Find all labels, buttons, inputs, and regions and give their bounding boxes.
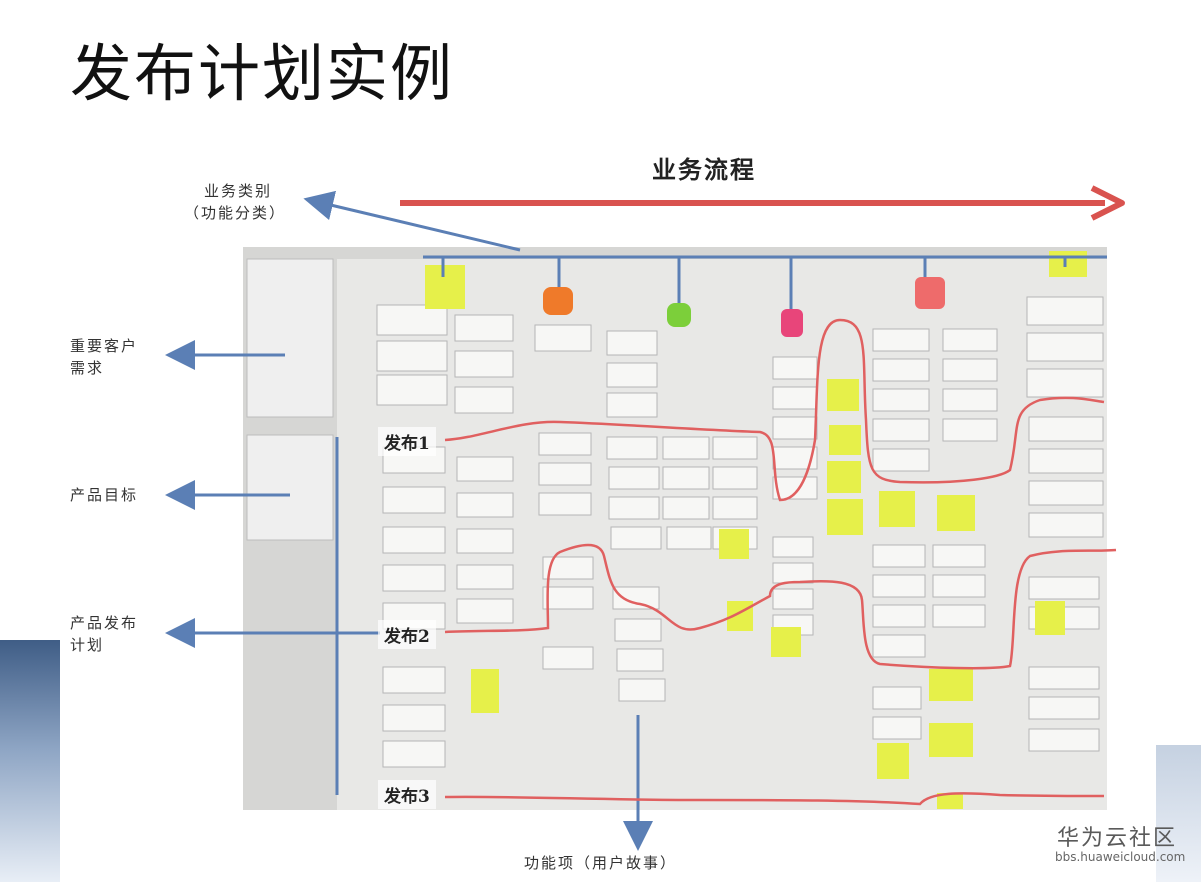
release-1-boundary: [444, 318, 1105, 502]
business-flow-label: 业务流程: [652, 155, 756, 184]
card-column-3: [606, 330, 758, 702]
card-column-4: [772, 356, 818, 636]
card-column-2: [534, 324, 594, 670]
business-category-sub-line: （功能分类）: [184, 204, 287, 222]
story-map-photo: [243, 247, 1107, 810]
business-flow-arrow: [400, 185, 1125, 221]
release-2-boundary: [444, 543, 1117, 670]
story-map-illustration: [243, 247, 1107, 810]
business-category-label: 业务类别 （功能分类）: [184, 180, 286, 224]
category-connectors: [335, 255, 1107, 795]
release-3-boundary: [444, 792, 1105, 806]
card-column-5: [872, 328, 998, 740]
feature-items-label: 功能项（用户故事）: [524, 854, 678, 872]
product-release-plan-label: 产品发布 计划: [70, 612, 138, 656]
card-column-6: [1026, 296, 1104, 752]
sticky-notes: [425, 251, 1087, 809]
decorative-wave-right: [1156, 745, 1201, 882]
release-boundaries: [444, 318, 1117, 806]
release-2-label: 发布2: [378, 620, 436, 649]
key-customer-needs-label: 重要客户 需求: [70, 335, 138, 379]
decorative-wave-left: [0, 640, 60, 882]
slide-title: 发布计划实例: [70, 37, 455, 110]
key-customer-line-2: 需求: [70, 359, 105, 377]
category-pointer-arrow: [303, 190, 521, 252]
watermark-url: bbs.huaweicloud.com: [1055, 850, 1186, 864]
card-column-1: [376, 304, 514, 768]
watermark-logo-text: 华为云社区: [1057, 826, 1178, 851]
business-category-line: 业务类别: [204, 182, 273, 200]
release-1-label: 发布1: [378, 427, 436, 456]
release-plan-line-1: 产品发布: [70, 614, 139, 632]
release-plan-line-2: 计划: [70, 636, 105, 654]
release-3-label: 发布3: [378, 780, 436, 809]
product-goal-label: 产品目标: [70, 486, 139, 504]
key-customer-line-1: 重要客户: [70, 337, 139, 355]
